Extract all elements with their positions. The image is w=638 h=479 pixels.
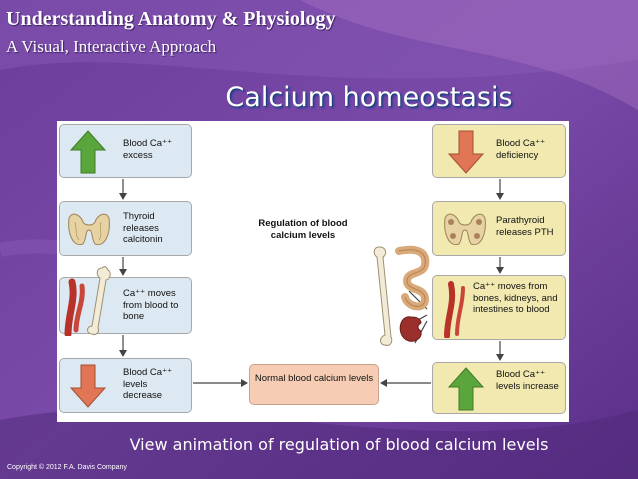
thyroid-label: Thyroid releases calcitonin — [123, 211, 163, 245]
blood-calcium-increase-box: Blood Ca⁺⁺ levels increase — [432, 362, 566, 414]
normal-calcium-label: Normal blood calcium levels — [254, 373, 374, 384]
blood-calcium-increase-label: Blood Ca⁺⁺ levels increase — [496, 369, 559, 392]
slide-title: Calcium homeostasis — [225, 82, 513, 113]
header-subtitle: A Visual, Interactive Approach — [6, 37, 217, 56]
calcium-to-bone-label: Ca⁺⁺ moves from blood to bone — [123, 288, 179, 322]
parathyroid-box: Parathyroid releases PTH — [432, 201, 566, 256]
header-title: Understanding Anatomy & Physiology — [6, 8, 336, 30]
blood-calcium-decrease-label: Blood Ca⁺⁺ levels decrease — [123, 367, 173, 401]
bone-kidney-intestine-icon — [373, 245, 430, 346]
blood-calcium-deficiency-label: Blood Ca⁺⁺ deficiency — [496, 138, 546, 161]
down-arrow-icon — [70, 364, 106, 408]
calcium-to-blood-label: Ca⁺⁺ moves from bones, kidneys, and inte… — [473, 281, 558, 315]
parathyroid-gland-icon — [444, 213, 486, 246]
down-arrow-icon — [448, 130, 484, 174]
blood-calcium-excess-label: Blood Ca⁺⁺ excess — [123, 138, 173, 161]
regulation-title-label: Regulation of blood calcium levels — [258, 218, 348, 241]
thyroid-box: Thyroid releases calcitonin — [59, 201, 192, 256]
calcium-to-blood-box: Ca⁺⁺ moves from bones, kidneys, and inte… — [432, 275, 566, 340]
calcium-to-bone-box: Ca⁺⁺ moves from blood to bone — [59, 266, 192, 336]
blood-calcium-deficiency-box: Blood Ca⁺⁺ deficiency — [432, 124, 566, 178]
up-arrow-icon — [448, 367, 484, 411]
normal-calcium-box: Normal blood calcium levels — [249, 364, 379, 405]
up-arrow-icon — [70, 130, 106, 174]
calcium-regulation-diagram: Blood Ca⁺⁺ excess Thyroid releases calci… — [57, 121, 569, 422]
thyroid-gland-icon — [68, 213, 110, 246]
bone-and-vessel-icon — [64, 266, 111, 336]
blood-vessel-icon — [444, 281, 465, 338]
blood-calcium-decrease-box: Blood Ca⁺⁺ levels decrease — [59, 358, 192, 413]
parathyroid-label: Parathyroid releases PTH — [496, 215, 554, 238]
animation-link[interactable]: View animation of regulation of blood ca… — [129, 435, 549, 454]
blood-calcium-excess-box: Blood Ca⁺⁺ excess — [59, 124, 192, 178]
copyright-text: Copyright © 2012 F.A. Davis Company — [7, 464, 127, 471]
